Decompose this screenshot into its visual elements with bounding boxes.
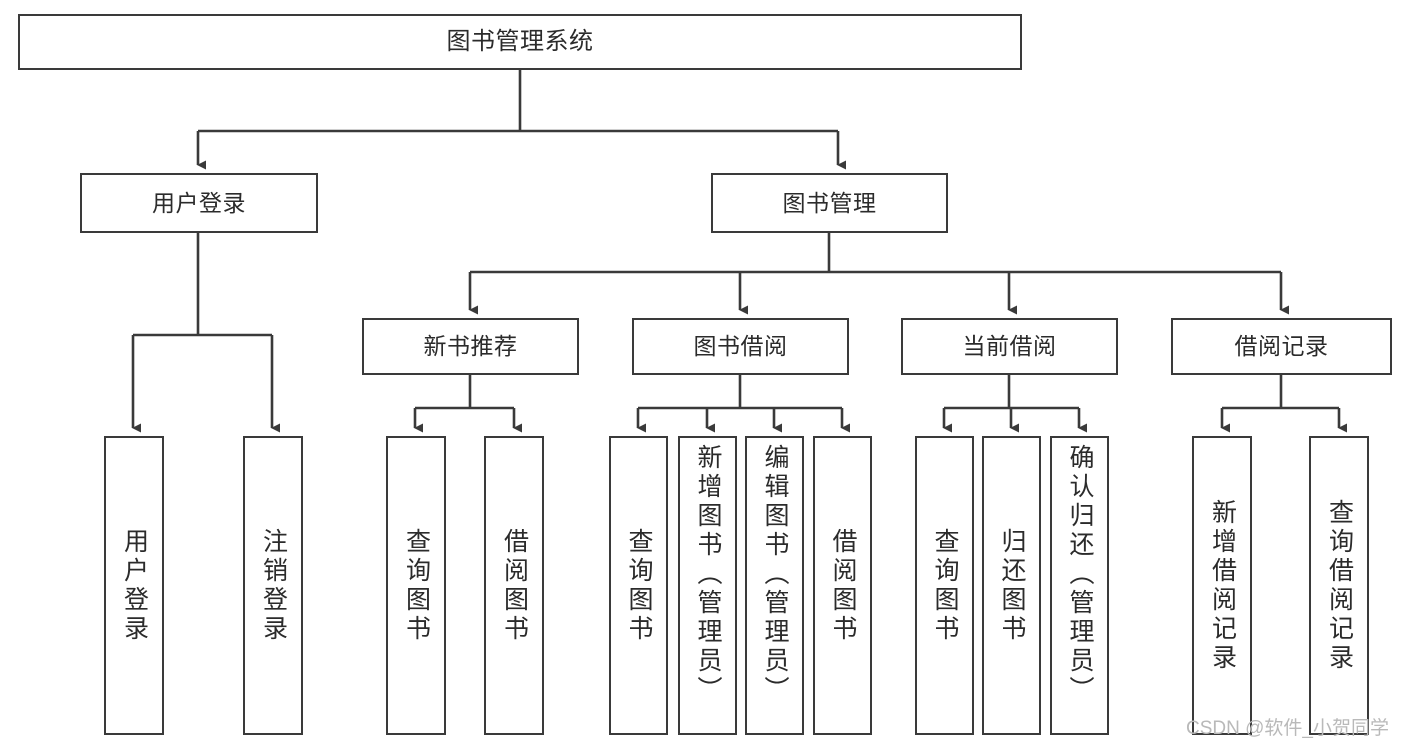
node-label: 新增借阅记录 — [1208, 498, 1237, 673]
node-current-borrow[interactable]: 当前借阅 — [901, 318, 1118, 375]
node-label: 图书借阅 — [693, 333, 788, 360]
node-new-book-recommend[interactable]: 新书推荐 — [362, 318, 579, 375]
node-label: 查询借阅记录 — [1325, 498, 1354, 673]
node-label: 借阅图书 — [829, 527, 857, 644]
node-leaf-logout-login[interactable]: 注销登录 — [243, 436, 303, 735]
node-label: 查询图书 — [402, 527, 431, 644]
node-book-borrow[interactable]: 图书借阅 — [632, 318, 849, 375]
node-label: 图书管理 — [782, 189, 877, 216]
node-leaf-return-book[interactable]: 归还图书 — [982, 436, 1041, 735]
node-user-login[interactable]: 用户登录 — [80, 173, 318, 233]
node-label: 新书推荐 — [423, 333, 518, 360]
node-leaf-user-login[interactable]: 用户登录 — [104, 436, 164, 735]
node-label: 归还图书 — [998, 527, 1026, 644]
node-label: 新增图书（管理员） — [694, 444, 722, 705]
node-borrow-record[interactable]: 借阅记录 — [1171, 318, 1392, 375]
node-label: 编辑图书（管理员） — [761, 444, 789, 705]
node-label: 查询图书 — [931, 527, 959, 644]
node-book-management[interactable]: 图书管理 — [711, 173, 948, 233]
node-leaf-add-book[interactable]: 新增图书（管理员） — [678, 436, 737, 735]
node-leaf-query-book-recommend[interactable]: 查询图书 — [386, 436, 446, 735]
node-label: 注销登录 — [259, 527, 288, 644]
node-leaf-query-book-borrow[interactable]: 查询图书 — [609, 436, 668, 735]
node-label: 图书管理系统 — [446, 28, 594, 56]
node-root-book-management-system[interactable]: 图书管理系统 — [18, 14, 1022, 70]
node-label: 当前借阅 — [962, 333, 1057, 360]
node-leaf-borrow-book[interactable]: 借阅图书 — [813, 436, 872, 735]
csdn-watermark: CSDN @软件_小贺同学 — [1186, 718, 1389, 739]
node-label: 用户登录 — [152, 189, 246, 216]
node-leaf-borrow-book-recommend[interactable]: 借阅图书 — [484, 436, 544, 735]
node-leaf-query-borrow-record[interactable]: 查询借阅记录 — [1309, 436, 1369, 735]
node-leaf-add-borrow-record[interactable]: 新增借阅记录 — [1192, 436, 1252, 735]
node-label: 查询图书 — [625, 527, 653, 644]
node-leaf-query-book-current[interactable]: 查询图书 — [915, 436, 974, 735]
node-label: 借阅图书 — [500, 527, 529, 644]
node-label: 借阅记录 — [1234, 333, 1329, 360]
node-label: 用户登录 — [120, 527, 149, 644]
node-leaf-edit-book[interactable]: 编辑图书（管理员） — [745, 436, 804, 735]
node-leaf-confirm-return[interactable]: 确认归还（管理员） — [1050, 436, 1109, 735]
node-label: 确认归还（管理员） — [1066, 444, 1094, 705]
